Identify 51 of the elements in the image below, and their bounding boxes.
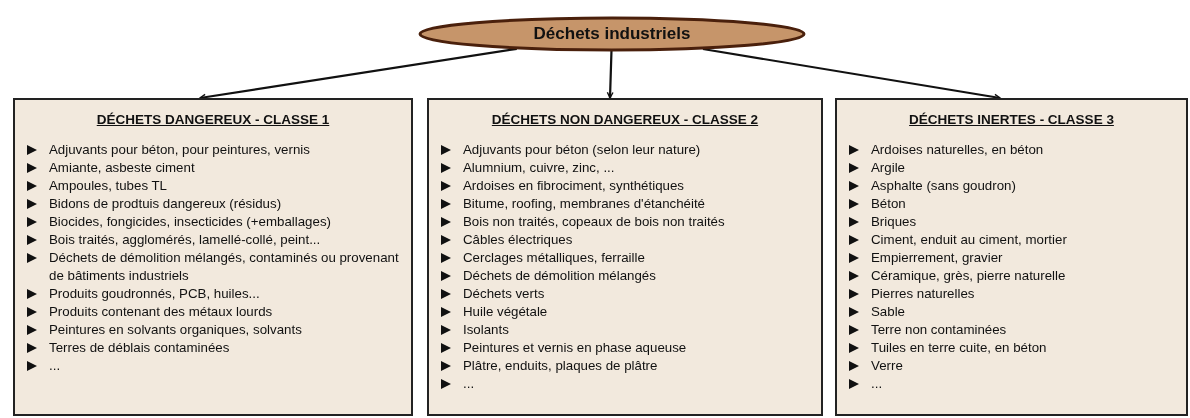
arrow xyxy=(702,47,1001,101)
list-item: Bidons de prodtuis dangereux (résidus) xyxy=(49,195,283,213)
list-item: Cerclages métalliques, ferraille xyxy=(463,249,646,267)
list-item: Isolants xyxy=(463,321,510,339)
list-item: Adjuvants pour béton, pour peintures, vernis xyxy=(49,141,311,159)
list-item: Tuiles en terre cuite, en béton xyxy=(871,339,1048,357)
list-item: Bois non traités, copeaux de bois non traités xyxy=(463,213,726,231)
category-heading: DÉCHETS DANGEREUX - CLASSE 1 xyxy=(96,112,330,127)
list-item: Déchets verts xyxy=(463,285,546,303)
ellipse-node xyxy=(418,16,806,52)
list-item: Céramique, grès, pierre naturelle xyxy=(871,267,1067,285)
arrow xyxy=(199,47,517,101)
list-item: Huile végétale xyxy=(463,303,549,321)
list-item: Empierrement, gravier xyxy=(871,249,1004,267)
category-box xyxy=(13,98,413,416)
list-item: Produits goudronnés, PCB, huiles... xyxy=(49,285,261,303)
list-item: Bitume, roofing, membranes d'étanchéité xyxy=(463,195,706,213)
list-item: Ampoules, tubes TL xyxy=(49,177,169,195)
list-item: ... xyxy=(463,375,476,393)
list-item: Biocides, fongicides, insecticides (+emballages) xyxy=(49,213,332,231)
list-item: Ciment, enduit au ciment, mortier xyxy=(871,231,1068,249)
list-item: Déchets de démolition mélangés xyxy=(463,267,657,285)
list-item: Briques xyxy=(871,213,918,231)
list-item: Produits contenant des métaux lourds xyxy=(49,303,274,321)
list-item: Asphalte (sans goudron) xyxy=(871,177,1017,195)
list-item: Câbles électriques xyxy=(463,231,574,249)
category-heading: DÉCHETS NON DANGEREUX - CLASSE 2 xyxy=(491,112,759,127)
category-box xyxy=(427,98,823,416)
list-item: Pierres naturelles xyxy=(871,285,976,303)
list-item: Adjuvants pour béton (selon leur nature) xyxy=(463,141,702,159)
list-item: Amiante, asbeste ciment xyxy=(49,159,196,177)
list-item: Sable xyxy=(871,303,906,321)
list-item: Déchets de démolition mélangés, contaminés ou provenant de bâtiments industriels xyxy=(49,249,400,285)
list-item: Béton xyxy=(871,195,907,213)
list-item: Terre non contaminées xyxy=(871,321,1008,339)
list-item: Bois traités, agglomérés, lamellé-collé, peint... xyxy=(49,231,322,249)
category-heading: DÉCHETS INERTES - CLASSE 3 xyxy=(909,112,1114,127)
list-item: Alumnium, cuivre, zinc, ... xyxy=(463,159,616,177)
node-title: Déchets industriels xyxy=(533,24,691,44)
category-box xyxy=(835,98,1188,416)
list-item: Peintures en solvants organiques, solvants xyxy=(49,321,303,339)
list-item: Argile xyxy=(871,159,906,177)
list-item: Peintures et vernis en phase aqueuse xyxy=(463,339,688,357)
list-item: Terres de déblais contaminées xyxy=(49,339,231,357)
arrow xyxy=(606,50,614,99)
list-item: ... xyxy=(871,375,884,393)
list-item: Verre xyxy=(871,357,904,375)
list-item: ... xyxy=(49,357,62,375)
list-item: Ardoises naturelles, en béton xyxy=(871,141,1045,159)
list-item: Ardoises en fibrociment, synthétiques xyxy=(463,177,685,195)
list-item: Plâtre, enduits, plaques de plâtre xyxy=(463,357,659,375)
